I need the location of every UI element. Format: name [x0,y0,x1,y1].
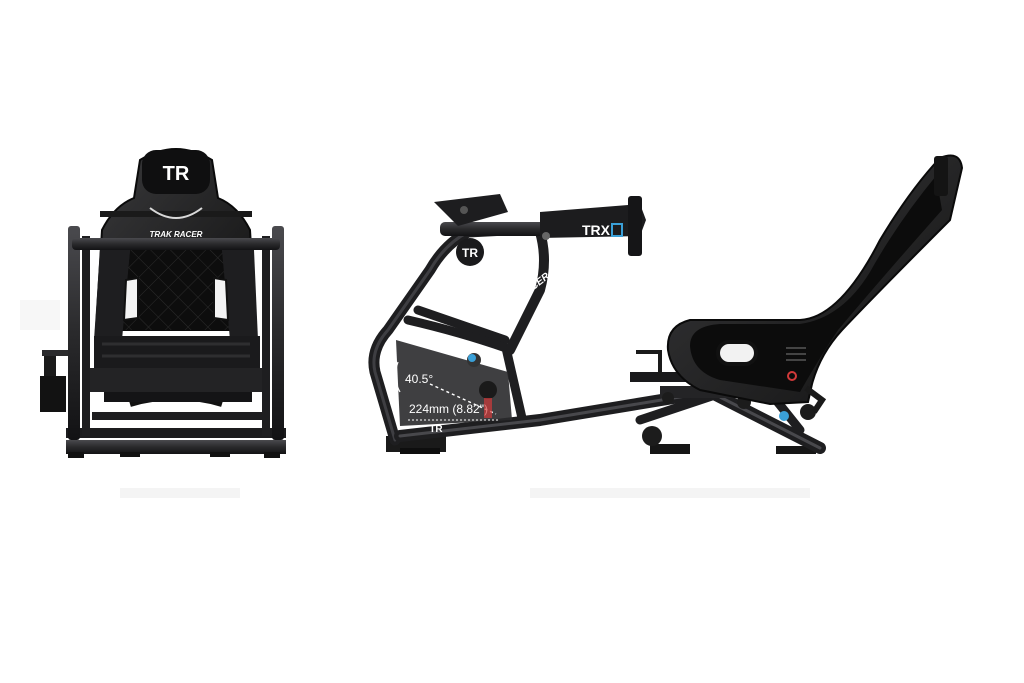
side-view-rig: TRX TR TRAK RACER 40.5° 224mm (8.82") TR [368,154,964,454]
quilted-seat-panel [122,250,230,330]
front-crossbar [72,238,280,250]
front-left-upright [68,226,80,440]
headrest-logo: TR [163,163,190,185]
circle-logo: TR [462,246,478,260]
seat-slider-base [94,336,260,368]
front-base-rail [66,440,286,454]
red-accent [787,371,797,381]
seat-side-slot [716,340,758,366]
adjustment-knobs [467,232,550,418]
tube-brand: TRAK RACER [493,271,552,321]
angle-label: 40.5° [405,372,433,386]
angle-arc [394,361,401,393]
base-logo: TR [429,424,443,435]
measure-label: 224mm (8.82") [409,402,488,416]
blue-knob [779,411,789,421]
front-right-upright [272,226,284,440]
pedal-plate [396,340,512,426]
plate-brand: TRX [582,222,611,238]
seat-belt-slot-left [122,276,139,322]
shifter-mount [40,350,68,412]
headrest [142,150,210,194]
seat-belt-slot-right [213,276,230,322]
circle-logo-plate [456,238,484,266]
background-ghost-marks [20,300,810,498]
front-view-rig: TR TRAK RACER [40,148,286,458]
wheel-mount-plate [540,204,646,238]
plate-brand-accent [611,223,623,237]
crossbar-brand: TRAK RACER [150,230,203,239]
shifter-plate [434,194,508,226]
